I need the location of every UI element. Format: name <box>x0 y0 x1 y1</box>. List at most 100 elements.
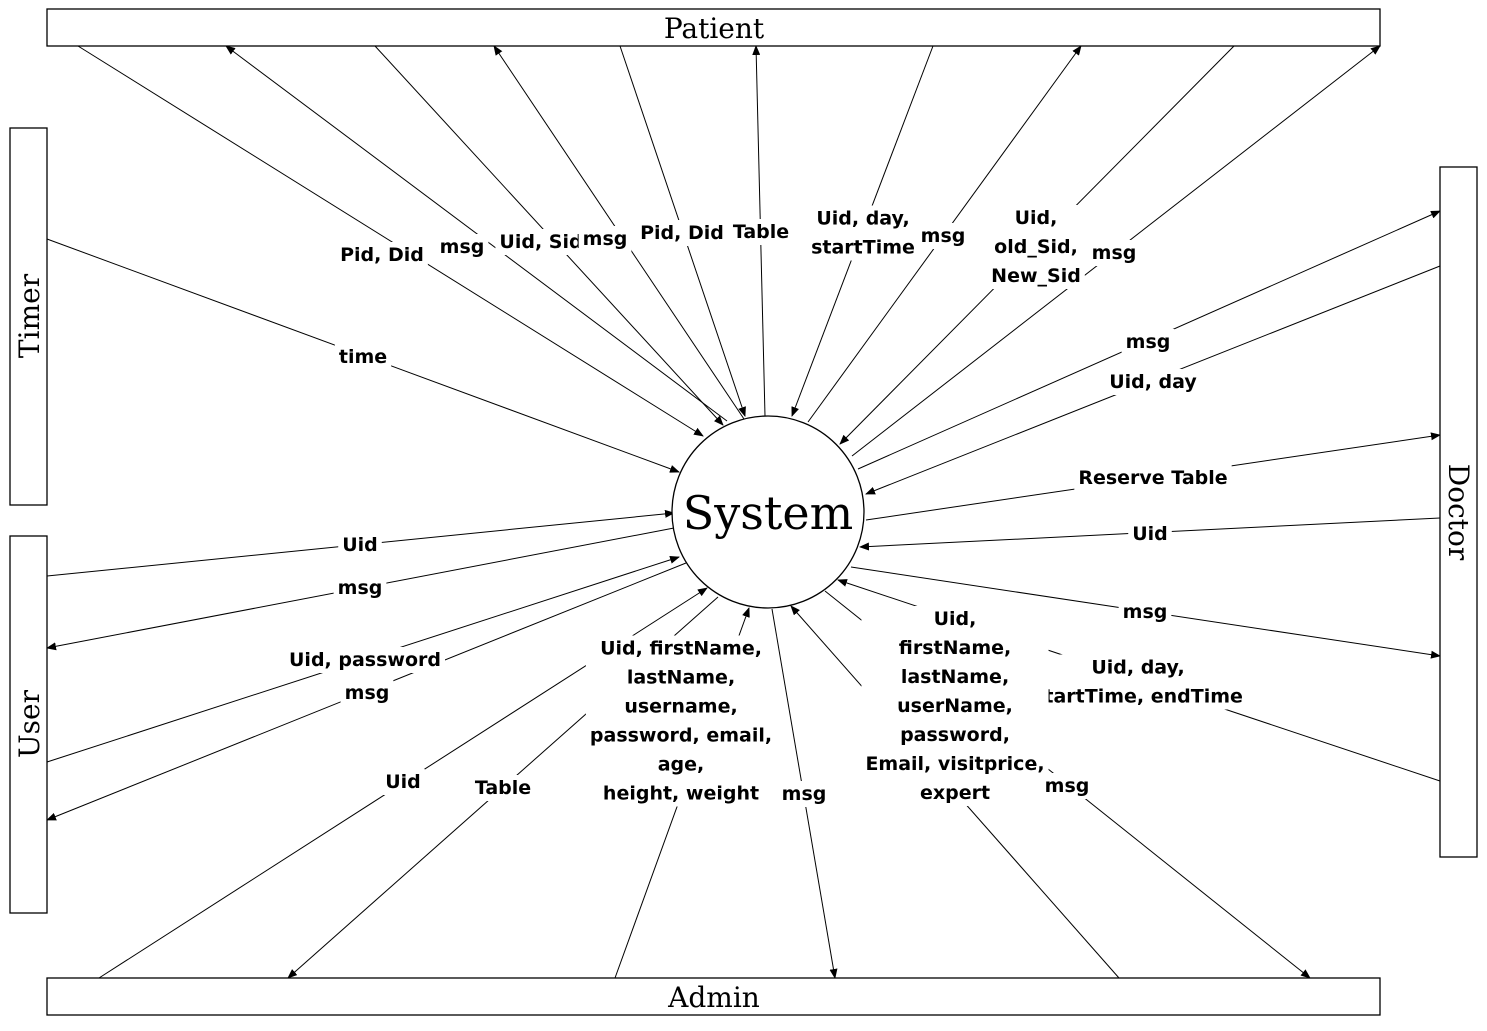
flow-label-timer-time-in: time <box>334 344 392 370</box>
patient-label: Patient <box>664 12 765 45</box>
flow-label-text: userName, <box>897 695 1013 717</box>
flow-label-text: Uid, firstName, <box>600 638 762 660</box>
flow-label-patient-uid-oldsid-newsid-in: Uid, old_Sid, New_Sid <box>987 205 1085 289</box>
flow-label-admin-patient-info-in: Uid, firstName,lastName,username,passwor… <box>585 635 777 807</box>
flow-label-text: Uid, Sid <box>499 231 582 253</box>
flow-label-text: Uid <box>385 771 421 793</box>
flow-label-background <box>470 775 536 801</box>
flow-label-text: msg <box>1126 331 1171 353</box>
flow-label-background <box>1118 599 1172 625</box>
flow-label-background <box>285 647 445 673</box>
flow-label-background <box>777 781 831 807</box>
flow-label-background <box>1087 240 1141 266</box>
flow-label-background <box>1074 465 1232 491</box>
flow-label-text: time <box>339 346 387 368</box>
flow-label-text: lastName, <box>627 667 735 689</box>
flow-label-patient-uid-day-start-in: Uid, day, startTime <box>807 205 919 261</box>
flow-label-text: Pid, Did <box>340 244 424 266</box>
flow-label-patient-pid-did-in: Pid, Did <box>336 242 428 268</box>
flow-label-text: height, weight <box>603 783 759 805</box>
flow-label-text: Reserve Table <box>1078 467 1227 489</box>
flow-label-text: msg <box>345 682 390 704</box>
flow-label-admin-table-out: Table <box>470 775 536 801</box>
flow-label-text: expert <box>920 782 990 804</box>
flow-label-patient-uid-sid-in: Uid, Sid <box>495 229 587 255</box>
flow-label-background <box>338 532 382 558</box>
flow-label-text: startTime, endTime <box>1033 686 1243 708</box>
flow-label-text: startTime <box>811 237 915 259</box>
flow-label-user-uid-in: Uid <box>338 532 382 558</box>
flow-label-background <box>381 769 425 795</box>
flow-label-patient-msg-out-3: msg <box>916 223 970 249</box>
flow-label-admin-doctor-info-in: Uid,firstName,lastName,userName,password… <box>861 606 1049 806</box>
system-process: System <box>671 415 865 609</box>
flow-label-background <box>1105 369 1202 395</box>
flow-label-text: msg <box>583 228 628 250</box>
flow-label-text: msg <box>1045 775 1090 797</box>
flow-label-text: Uid <box>1132 523 1168 545</box>
doctor-label: Doctor <box>1442 464 1475 561</box>
flow-label-text: Email, visitprice, <box>865 753 1044 775</box>
flow-label-background <box>336 242 428 268</box>
flow-label-admin-msg-out-1: msg <box>777 781 831 807</box>
flow-label-text: msg <box>782 783 827 805</box>
flow-label-text: msg <box>338 577 383 599</box>
flow-label-doctor-uid-day-in: Uid, day <box>1105 369 1202 395</box>
flow-label-user-uid-password-in: Uid, password <box>285 647 445 673</box>
flow-label-patient-msg-out-2: msg <box>578 226 632 252</box>
flow-label-patient-table-out: Table <box>728 219 794 245</box>
flow-label-doctor-uid-in: Uid <box>1128 521 1172 547</box>
flow-label-background <box>861 606 1049 806</box>
admin-entity: Admin <box>46 977 1381 1016</box>
flow-label-background <box>807 205 919 261</box>
patient-entity: Patient <box>46 8 1381 47</box>
flow-label-background <box>1040 773 1094 799</box>
flow-label-background <box>495 229 587 255</box>
flow-label-doctor-reserve-table-out: Reserve Table <box>1074 465 1232 491</box>
user-label: User <box>13 689 46 758</box>
flow-label-background <box>334 344 392 370</box>
flow-label-background <box>728 219 794 245</box>
flow-label-background <box>636 220 728 246</box>
flow-label-text: Table <box>475 777 531 799</box>
flow-label-background <box>1029 654 1247 710</box>
flow-label-text: msg <box>921 225 966 247</box>
flow-label-background <box>435 234 489 260</box>
system-label: System <box>683 486 853 540</box>
flow-label-text: Table <box>733 221 789 243</box>
flow-label-background <box>1121 329 1175 355</box>
user-entity: User <box>9 535 48 914</box>
flow-label-text: msg <box>440 236 485 258</box>
flow-label-text: Uid, <box>934 608 977 630</box>
flow-label-text: age, <box>658 754 705 776</box>
flow-label-text: Uid <box>342 534 378 556</box>
flow-label-patient-msg-out-1: msg <box>435 234 489 260</box>
flow-label-admin-uid-in: Uid <box>381 769 425 795</box>
flow-label-text: Uid, password <box>289 649 441 671</box>
flow-label-text: firstName, <box>899 637 1011 659</box>
flow-label-background <box>578 226 632 252</box>
flow-label-patient-msg-out-4: msg <box>1087 240 1141 266</box>
flow-label-text: Uid, day, <box>816 208 909 230</box>
admin-label: Admin <box>667 981 760 1014</box>
flow-label-text: msg <box>1123 601 1168 623</box>
flow-label-admin-msg-out-2: msg <box>1040 773 1094 799</box>
flow-label-doctor-uid-day-start-end-in: Uid, day,startTime, endTime <box>1029 654 1247 710</box>
flow-label-doctor-msg-out-1: msg <box>1121 329 1175 355</box>
flow-label-text: password, email, <box>590 725 772 747</box>
flow-label-background <box>916 223 970 249</box>
flow-label-text: msg <box>1092 242 1137 264</box>
flow-label-text: New_Sid <box>991 265 1081 287</box>
flow-label-text: Uid, day <box>1109 371 1197 393</box>
flow-label-user-msg-out-1: msg <box>333 575 387 601</box>
flow-label-text: lastName, <box>901 666 1009 688</box>
flow-label-background <box>987 205 1085 289</box>
timer-entity: Timer <box>9 127 48 506</box>
flow-label-text: Uid, <box>1015 207 1058 229</box>
flow-label-user-msg-out-2: msg <box>340 680 394 706</box>
flow-label-text: old_Sid, <box>994 236 1078 258</box>
flow-arrow-patient-msg-out-1 <box>225 45 728 422</box>
timer-label: Timer <box>13 273 46 358</box>
